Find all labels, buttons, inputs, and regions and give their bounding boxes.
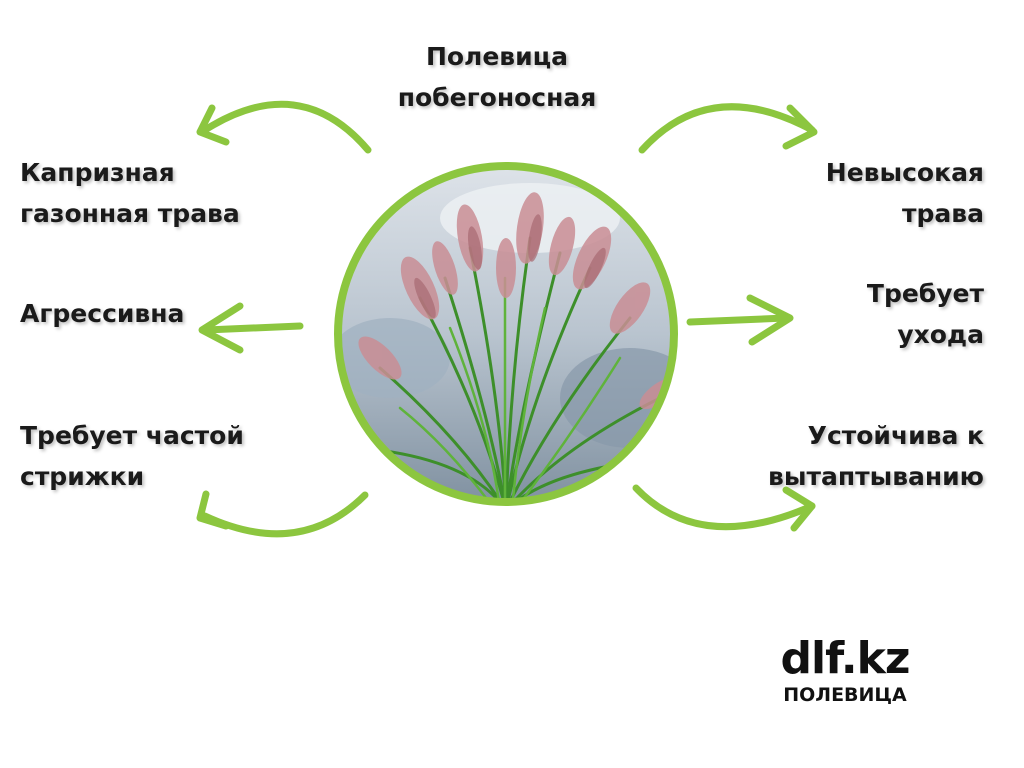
- title-line-1: Полевица: [425, 42, 569, 71]
- arrow-middle-right: [686, 294, 794, 346]
- arrow-bottom-right: [632, 484, 816, 532]
- left-label-2-line-1: Агрессивна: [20, 299, 185, 328]
- arrow-top-left: [196, 100, 372, 154]
- left-label-capricious: Капризная газонная трава: [20, 152, 240, 234]
- diagram-title: Полевица побегоносная: [362, 36, 632, 118]
- right-label-trampling-resistant: Устойчива к вытаптыванию: [768, 415, 984, 497]
- left-label-3-line-1: Требует частой: [20, 421, 244, 450]
- left-label-3-line-2: стрижки: [20, 462, 145, 491]
- photo-ring: [334, 162, 678, 506]
- right-label-2-line-1: Требует: [866, 279, 984, 308]
- right-label-2-line-2: ухода: [897, 320, 984, 349]
- left-label-frequent-mowing: Требует частой стрижки: [20, 415, 244, 497]
- right-label-1-line-1: Невысокая: [825, 158, 984, 187]
- arrow-middle-left: [198, 302, 304, 354]
- right-label-needs-care: Требует ухода: [867, 273, 984, 355]
- right-label-low-grass: Невысокая трава: [826, 152, 984, 234]
- left-label-1-line-2: газонная трава: [20, 199, 240, 228]
- logo-subtitle: ПОЛЕВИЦА: [783, 684, 907, 706]
- right-label-3-line-1: Устойчива к: [807, 421, 984, 450]
- arrow-bottom-left: [196, 490, 369, 538]
- left-label-aggressive: Агрессивна: [20, 293, 184, 334]
- title-line-2: побегоносная: [397, 83, 597, 112]
- brand-logo: dlf.kz ПОЛЕВИЦА: [770, 636, 920, 708]
- right-label-1-line-2: трава: [902, 199, 984, 228]
- arrow-top-right: [638, 103, 818, 154]
- logo-wordmark: dlf.kz: [780, 633, 911, 684]
- right-label-3-line-2: вытаптыванию: [768, 462, 984, 491]
- left-label-1-line-1: Капризная: [20, 158, 175, 187]
- grass-photo: [334, 162, 678, 506]
